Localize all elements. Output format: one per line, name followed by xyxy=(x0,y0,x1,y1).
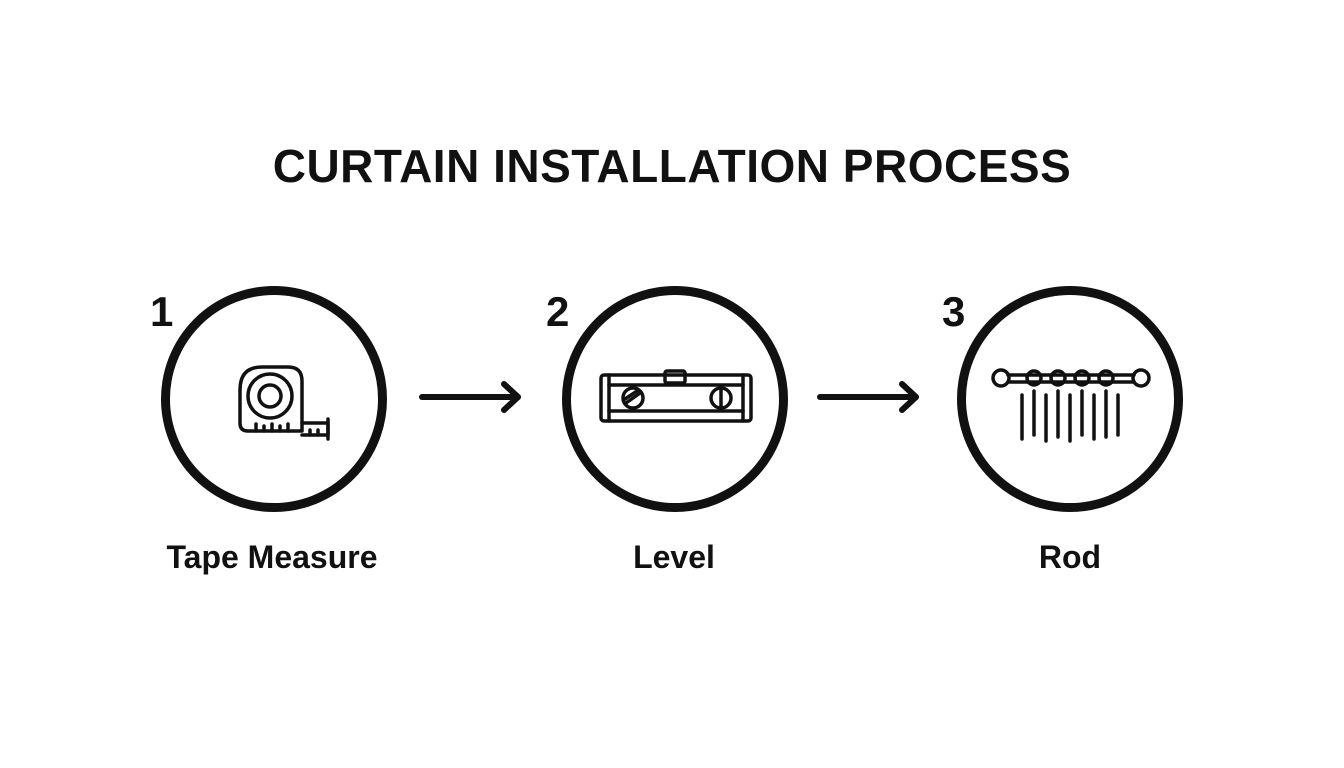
spirit-level-icon xyxy=(599,369,753,423)
step-1-number: 1 xyxy=(150,288,174,335)
tape-measure-icon xyxy=(238,365,330,441)
step-2-number: 2 xyxy=(546,288,570,335)
step-2-label: Level xyxy=(633,539,715,575)
arrow-right-icon xyxy=(817,381,919,413)
step-2-circle xyxy=(562,286,788,512)
step-3-circle xyxy=(957,286,1183,512)
step-3-label: Rod xyxy=(1038,539,1102,575)
step-1-circle xyxy=(161,286,387,512)
arrow-right-icon xyxy=(419,381,521,413)
curtain-rod-icon xyxy=(991,368,1151,443)
step-3-number: 3 xyxy=(942,288,966,335)
step-1-label: Tape Measure xyxy=(166,539,378,575)
diagram-title: CURTAIN INSTALLATION PROCESS xyxy=(272,140,1072,192)
